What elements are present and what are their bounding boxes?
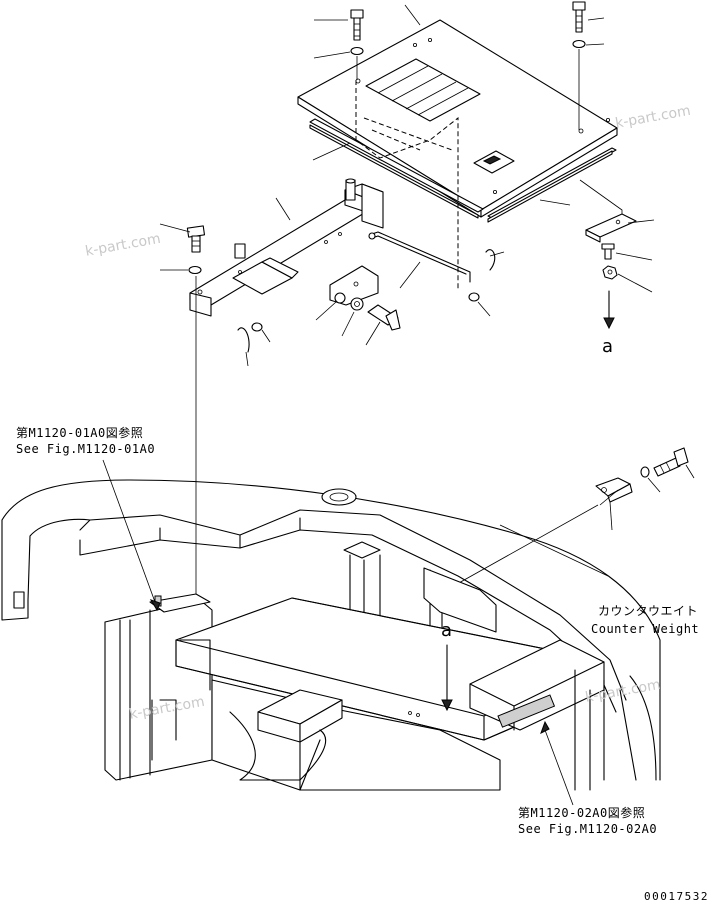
drawing-number: 00017532	[644, 890, 709, 903]
washer-br	[640, 466, 650, 478]
bolt-top-right	[572, 1, 586, 33]
frame-body	[1, 479, 661, 791]
hinge-plate	[595, 477, 633, 531]
washer-right	[468, 292, 480, 302]
bolt-mid	[367, 304, 401, 331]
washer-mid-2	[350, 297, 364, 311]
support-bracket	[189, 178, 384, 317]
counterweight-label-jp: カウンタウエイト	[598, 604, 699, 618]
washer-top-right	[572, 39, 586, 49]
reference-label-jp-2: 第M1120-02A0図参照	[518, 806, 646, 820]
cover-plate	[297, 19, 618, 218]
clamp-assembly	[579, 179, 655, 330]
washer-mid-1	[334, 292, 346, 304]
washer-lower	[251, 322, 263, 332]
bolt-left	[186, 225, 206, 253]
reference-label-en-1: See Fig.M1120-01A0	[16, 442, 156, 456]
washer-top-left	[350, 46, 364, 56]
detail-marker-upper: a	[602, 336, 614, 357]
cotter-pin-left	[237, 327, 250, 353]
cotter-pin-right	[485, 249, 496, 271]
counterweight-label-en: Counter Weight	[591, 622, 700, 636]
washer-left	[188, 265, 202, 275]
seal-strips	[309, 118, 617, 223]
bolt-br	[653, 447, 689, 477]
bolt-top-left	[350, 9, 364, 41]
rod	[368, 231, 471, 283]
reference-label-en-2: See Fig.M1120-02A0	[518, 822, 658, 836]
detail-marker-lower: a	[441, 620, 453, 641]
reference-label-jp-1: 第M1120-01A0図参照	[16, 426, 144, 440]
